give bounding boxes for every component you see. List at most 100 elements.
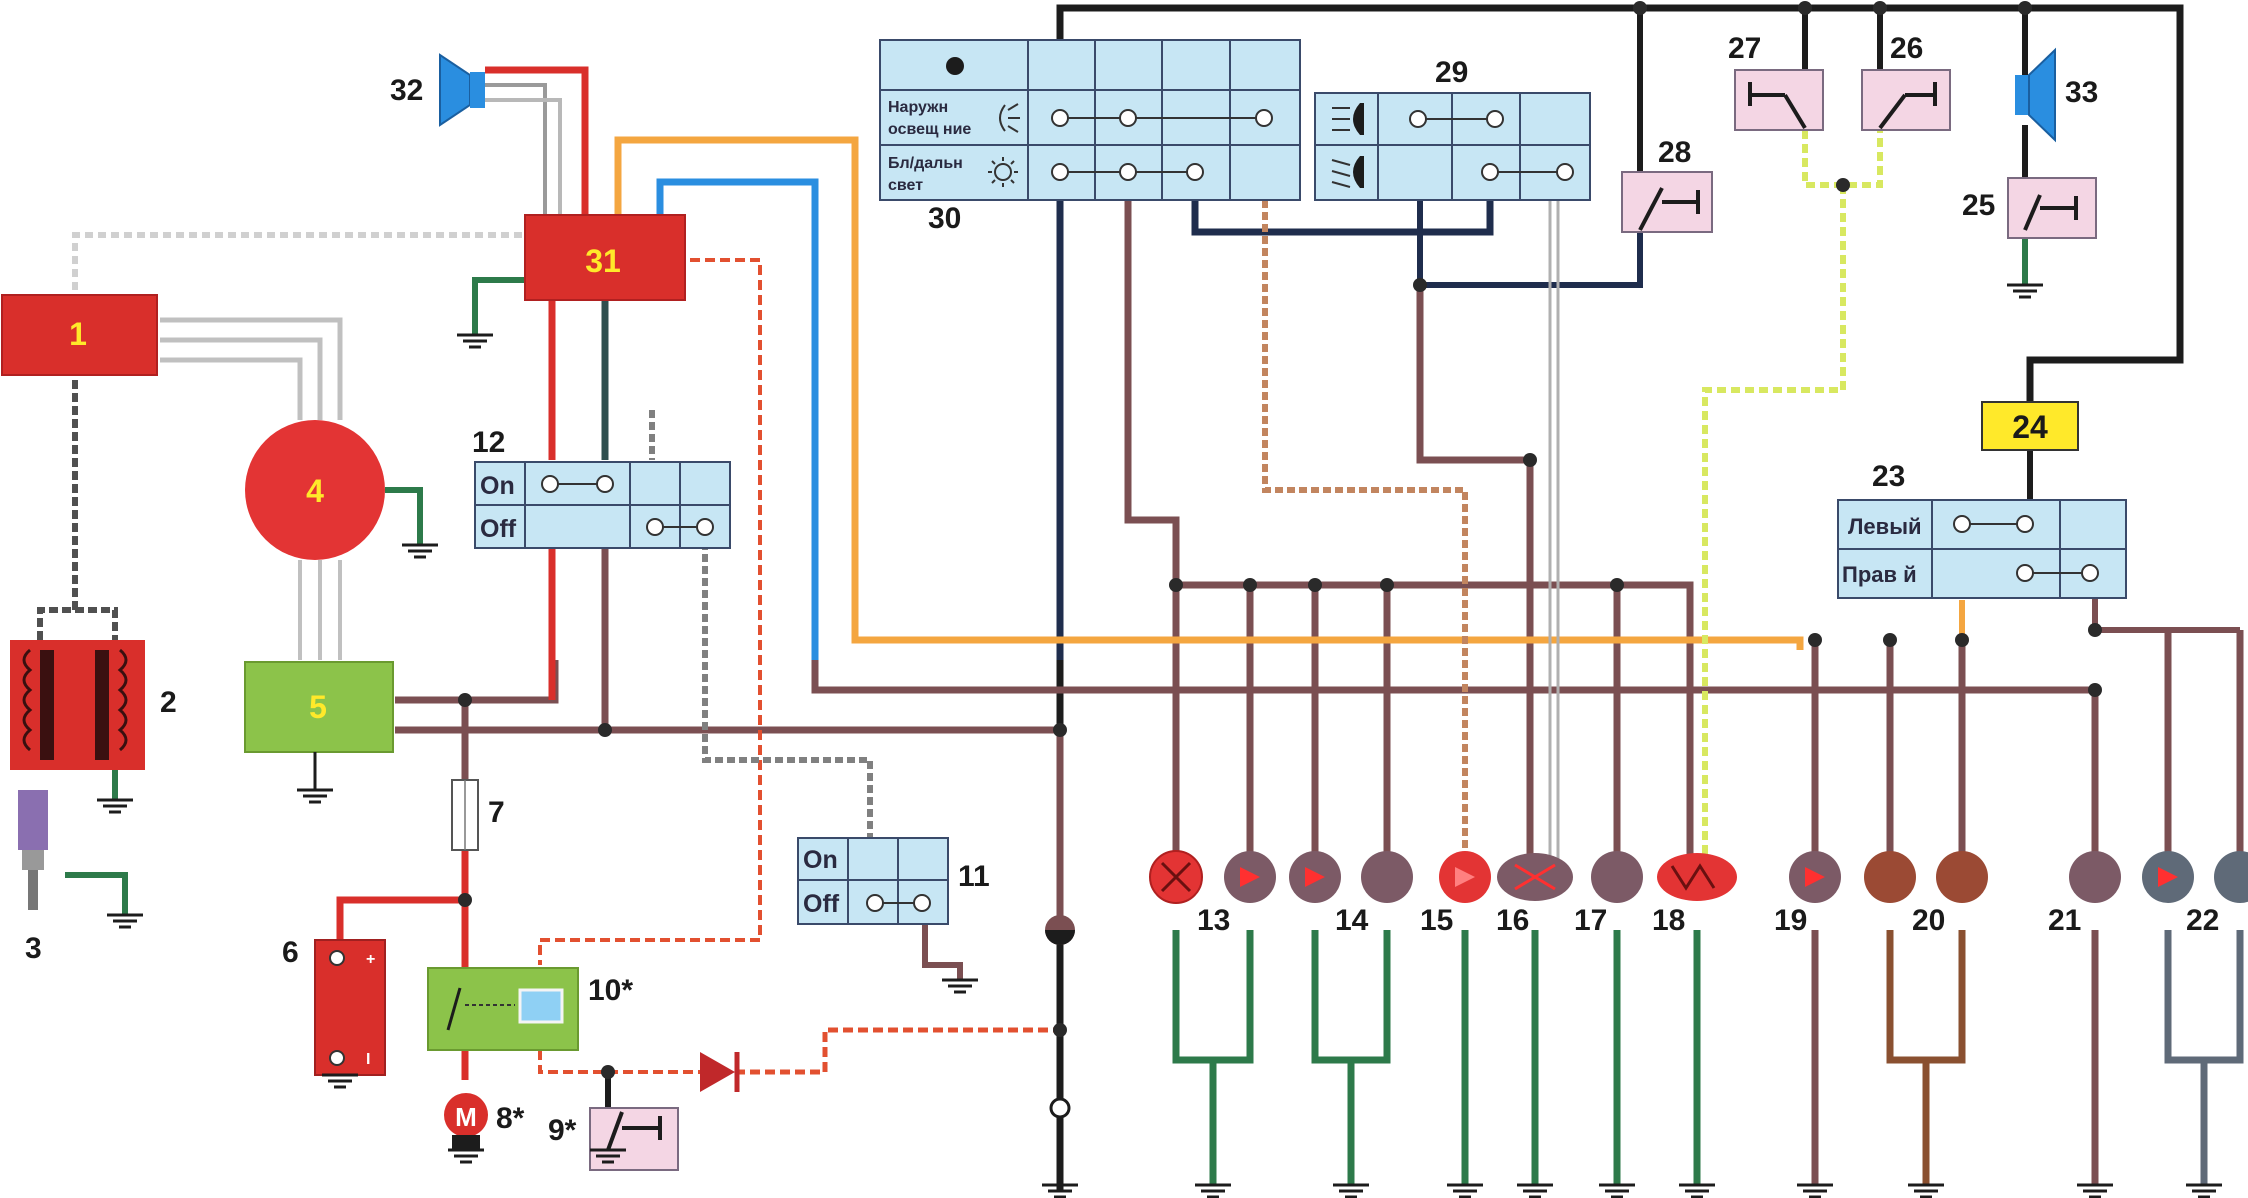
junction-dot [1610, 578, 1624, 592]
junction-dot [1053, 1023, 1067, 1037]
battery-minus: I [366, 1051, 370, 1068]
battery-plus: + [366, 951, 375, 968]
component-25-label: 25 [1962, 189, 1995, 222]
component-20-label: 20 [1912, 904, 1945, 937]
component-12-label: 12 [472, 426, 505, 459]
switch-23-left-label: Левый [1848, 514, 1922, 539]
button-26[interactable]: 26 [1861, 32, 1951, 131]
junction-dot [1380, 578, 1394, 592]
button-27[interactable]: 27 [1728, 32, 1824, 131]
wire-grey-1-4c [160, 357, 303, 420]
component-13-label: 13 [1197, 904, 1230, 937]
button-28[interactable]: 28 [1621, 136, 1713, 233]
lamp-16 [1497, 853, 1573, 901]
component-26-label: 26 [1890, 32, 1923, 65]
wire-dash-1-top [72, 232, 540, 290]
junction-dot [2018, 1, 2032, 15]
component-21-label: 21 [2048, 904, 2081, 937]
ground-icon [590, 1148, 626, 1164]
component-28-label: 28 [1658, 136, 1691, 169]
component-8-label: 8* [496, 1102, 525, 1135]
wire-orange-31 [614, 136, 1804, 650]
component-8-motor: M 8* [444, 1093, 525, 1150]
low-beam-icon [1331, 156, 1364, 188]
wire-green-3 [65, 872, 128, 915]
lamp-22b [2214, 851, 2248, 903]
component-10-label: 10* [588, 974, 633, 1007]
wire-blue-31 [656, 178, 819, 660]
junction-dot [1955, 633, 1969, 647]
wire-brown-30-to-lamps [1124, 200, 1180, 860]
ground-icon [1679, 1183, 1715, 1198]
switch-30[interactable]: Наружн освещ ние Бл/дальн свет [879, 39, 1301, 235]
lamp-19 [1789, 851, 1841, 903]
wire-grey-22 [2164, 930, 2244, 1185]
wire-brown-20 [1886, 930, 1966, 1185]
junction-dot [1413, 278, 1427, 292]
parking-light-icon [999, 103, 1020, 133]
switch-23-turn-signal[interactable]: Левый Прав й 23 [1837, 460, 2127, 599]
component-1-label: 1 [69, 316, 87, 352]
wire-brown-29-to-16 [1416, 285, 1534, 865]
wire-green-13 [1172, 930, 1254, 1185]
ground-icon [2186, 1183, 2222, 1198]
component-30-label: 30 [928, 202, 961, 235]
component-7-label: 7 [488, 796, 505, 829]
junction-dot [1308, 578, 1322, 592]
component-4-label: 4 [306, 473, 324, 509]
ground-icon [97, 798, 133, 814]
button-9[interactable]: 9* [548, 1107, 679, 1171]
wire-green-4 [385, 487, 423, 545]
lamp-17 [1591, 851, 1643, 903]
component-15-label: 15 [1420, 904, 1453, 937]
junction-dots [458, 1, 2102, 1079]
wire-grey-1-4b [160, 337, 323, 420]
lamp-14a [1289, 851, 1341, 903]
ground-icon [1195, 1183, 1231, 1198]
ground-icon [1333, 1183, 1369, 1198]
component-17-label: 17 [1574, 904, 1607, 937]
component-29-label: 29 [1435, 56, 1468, 89]
switch-12[interactable]: On Off 12 [472, 426, 731, 549]
component-3-spark-plug: 3 [18, 790, 48, 965]
junction-dot [601, 1065, 615, 1079]
component-24-label: 24 [2012, 409, 2048, 445]
wire-dash-red-diode [538, 1050, 700, 1074]
motor-symbol: M [455, 1102, 477, 1132]
diode-icon [700, 1052, 740, 1092]
switch-30-row1-line2: освещ ние [888, 121, 971, 138]
ground-icon [402, 543, 438, 559]
lamps [1149, 850, 2248, 904]
lamp-20a [1864, 851, 1916, 903]
ground-icon [1517, 1183, 1553, 1198]
component-32-horn: 32 [390, 53, 485, 127]
junction-dot [1053, 723, 1067, 737]
switch-29[interactable]: 29 [1314, 56, 1591, 201]
lamp-15 [1439, 851, 1491, 903]
ground-icon [1447, 1183, 1483, 1198]
component-33-label: 33 [2065, 76, 2098, 109]
component-2-label: 2 [160, 686, 177, 719]
button-25[interactable]: 25 [1962, 177, 2097, 239]
junction-dot [598, 723, 612, 737]
wire-dash-red-31-10 [538, 258, 762, 965]
junction-dot [1873, 1, 1887, 15]
ground-icon [322, 1073, 358, 1089]
switch-23-right-label: Прав й [1842, 562, 1917, 587]
switch-30-row2-line2: свет [888, 177, 923, 194]
component-5: 5 [244, 661, 394, 753]
wire-brown-11 [922, 920, 963, 980]
ground-icon [1797, 1183, 1833, 1198]
wire-brown-bus-upper [395, 660, 559, 704]
wire-dash-30-15 [1262, 200, 1468, 860]
lamp-21 [2069, 851, 2121, 903]
wire-dash-1-2 [37, 380, 118, 640]
switch-30-row2-line1: Бл/дальн [888, 155, 963, 172]
component-1: 1 [1, 294, 158, 376]
ground-icon [1599, 1183, 1635, 1198]
switch-11-off-label: Off [803, 890, 840, 918]
lamp-14b [1361, 851, 1413, 903]
component-11-label: 11 [958, 860, 990, 893]
switch-11[interactable]: On Off 11 [797, 837, 990, 925]
